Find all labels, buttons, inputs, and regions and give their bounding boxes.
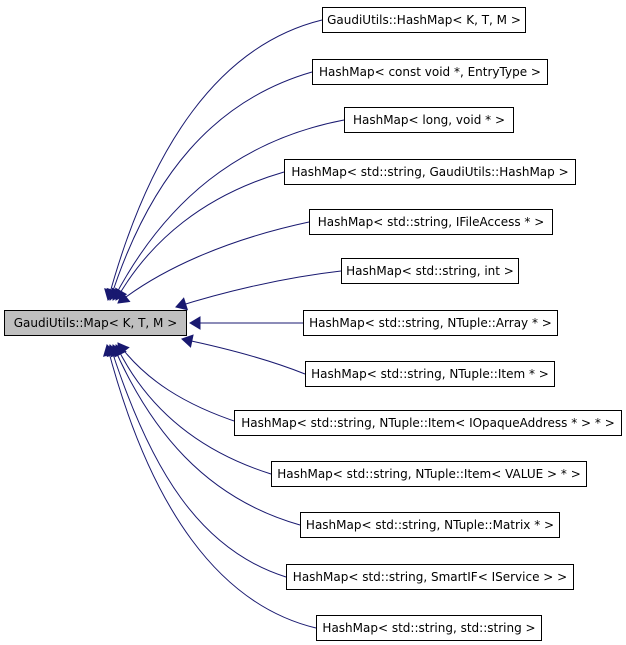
node-hashmap-string-smartif-iservice[interactable]: HashMap< std::string, SmartIF< IService … bbox=[286, 564, 574, 590]
node-hashmap-string-ntuple-item-iopaqueaddress[interactable]: HashMap< std::string, NTuple::Item< IOpa… bbox=[234, 410, 622, 436]
arrowhead-hashmap-string-int bbox=[175, 297, 189, 311]
edge-hashmap-string-ntuple-item bbox=[181, 338, 306, 375]
node-hashmap-string-gaudiutils-hashmap[interactable]: HashMap< std::string, GaudiUtils::HashMa… bbox=[284, 159, 576, 185]
edge-hashmap-string-smartif-iservice bbox=[109, 344, 287, 578]
edge-hashmap-string-ntuple-item-iopaqueaddress bbox=[117, 342, 241, 424]
node-hashmap-string-string[interactable]: HashMap< std::string, std::string > bbox=[316, 615, 542, 641]
edge-hashmap-string-gaudiutils-hashmap bbox=[115, 171, 285, 301]
node-gaudiutils-hashmap-k-t-m[interactable]: GaudiUtils::HashMap< K, T, M > bbox=[322, 7, 526, 33]
edge-hashmap-string-ntuple-item-value bbox=[115, 344, 272, 475]
node-hashmap-string-ntuple-item[interactable]: HashMap< std::string, NTuple::Item * > bbox=[305, 361, 555, 387]
node-hashmap-string-ntuple-item-value[interactable]: HashMap< std::string, NTuple::Item< VALU… bbox=[271, 461, 587, 487]
arrowhead-hashmap-string-ntuple-array bbox=[189, 316, 201, 330]
node-hashmap-const-void-entrytype[interactable]: HashMap< const void *, EntryType > bbox=[312, 59, 548, 85]
edge-hashmap-long-void bbox=[112, 119, 345, 301]
node-hashmap-long-void[interactable]: HashMap< long, void * > bbox=[344, 107, 514, 133]
edge-hashmap-k-t-m bbox=[107, 19, 323, 301]
node-hashmap-string-ifileaccess[interactable]: HashMap< std::string, IFileAccess * > bbox=[309, 209, 553, 235]
arrowhead-hashmap-string-ifileaccess bbox=[117, 291, 131, 304]
node-gaudiutils-map[interactable]: GaudiUtils::Map< K, T, M > bbox=[4, 310, 187, 336]
node-hashmap-string-ntuple-array[interactable]: HashMap< std::string, NTuple::Array * > bbox=[303, 310, 558, 336]
node-hashmap-string-ntuple-matrix[interactable]: HashMap< std::string, NTuple::Matrix * > bbox=[300, 512, 560, 538]
arrowhead-hashmap-string-ntuple-item bbox=[181, 334, 194, 348]
arrowhead-hashmap-string-string bbox=[102, 344, 117, 357]
edge-hashmap-string-ifileaccess bbox=[117, 221, 310, 304]
edge-hashmap-string-string bbox=[106, 344, 317, 629]
node-hashmap-string-int[interactable]: HashMap< std::string, int > bbox=[341, 258, 519, 284]
edge-hashmap-string-int bbox=[175, 270, 342, 308]
edge-hashmap-const-void-entrytype bbox=[109, 71, 313, 301]
edge-hashmap-string-ntuple-matrix bbox=[112, 344, 301, 526]
